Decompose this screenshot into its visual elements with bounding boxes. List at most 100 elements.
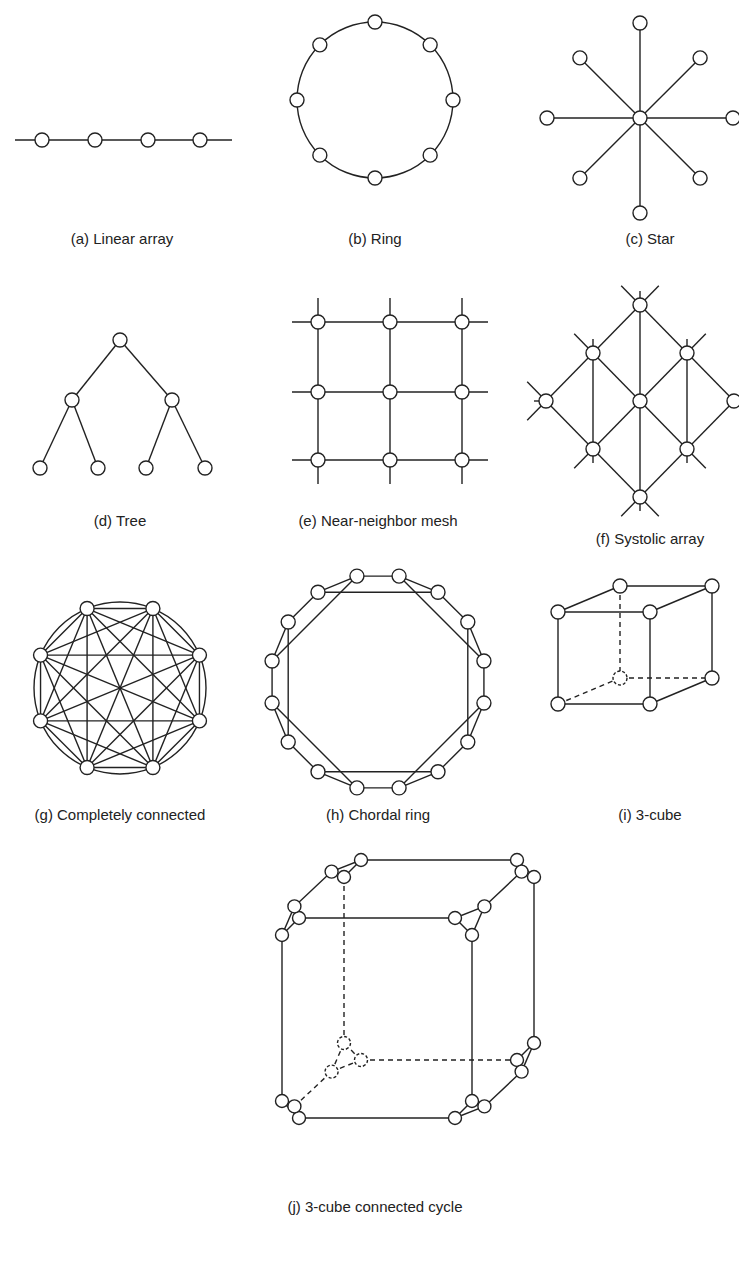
processor-node: [693, 171, 707, 185]
link-line: [621, 286, 739, 420]
link-line: [558, 611, 650, 612]
processor-node: [528, 1037, 541, 1050]
link-line: [87, 608, 153, 609]
link-line: [41, 609, 88, 656]
link-line: [294, 1072, 331, 1107]
processor-node: [192, 714, 206, 728]
processor-node: [146, 602, 160, 616]
figure-caption: (c) Star: [623, 230, 676, 248]
processor-node: [355, 854, 368, 867]
processor-node: [455, 453, 469, 467]
processor-node: [80, 760, 94, 774]
link-line: [640, 118, 700, 178]
link-line: [281, 935, 282, 1101]
processor-node: [34, 648, 48, 662]
processor-node: [633, 16, 647, 30]
processor-node: [423, 148, 437, 162]
processor-node: [276, 1095, 289, 1108]
processor-node: [466, 929, 479, 942]
processor-node: [478, 1100, 491, 1113]
processor-node: [311, 765, 325, 779]
processor-node: [383, 315, 397, 329]
link-line: [288, 622, 289, 742]
star: [540, 16, 739, 220]
processor-node: [350, 569, 364, 583]
link-line: [620, 585, 712, 586]
processor-node: [288, 1100, 301, 1113]
figure-caption: (f) Systolic array: [594, 530, 706, 548]
processor-node: [515, 1065, 528, 1078]
mesh: [292, 298, 488, 484]
systolic-array: [527, 286, 739, 516]
link-line: [484, 872, 521, 907]
link-line: [152, 609, 153, 768]
link-line: [557, 612, 558, 704]
link-line: [146, 400, 172, 468]
link-line: [120, 340, 172, 400]
link-line: [86, 609, 87, 768]
link-line: [40, 655, 41, 721]
processor-node: [383, 453, 397, 467]
processor-node: [265, 696, 279, 710]
link-line: [619, 586, 620, 678]
figure-caption: (g) Completely connected: [33, 806, 208, 824]
linear-array: [15, 133, 232, 147]
processor-node: [643, 605, 657, 619]
processor-node: [705, 579, 719, 593]
link-line: [153, 609, 200, 656]
processor-node: [198, 461, 212, 475]
processor-node: [281, 615, 295, 629]
three-cube: [551, 579, 719, 711]
cube-connected-cycle: [276, 854, 541, 1125]
link-line: [361, 859, 517, 860]
link-line: [558, 703, 650, 704]
link-line: [580, 58, 640, 118]
ring-line: [34, 602, 206, 774]
link-line: [299, 917, 455, 918]
link-line: [639, 118, 640, 213]
processor-node: [573, 171, 587, 185]
figure-caption: (b) Ring: [346, 230, 403, 248]
processor-node: [539, 394, 553, 408]
link-line: [580, 118, 640, 178]
processor-node: [276, 929, 289, 942]
processor-node: [680, 442, 694, 456]
processor-node: [613, 579, 627, 593]
processor-node: [355, 1054, 368, 1067]
processor-node: [643, 697, 657, 711]
processor-node: [633, 111, 647, 125]
link-line: [547, 117, 640, 118]
processor-node: [88, 133, 102, 147]
tree: [33, 333, 212, 475]
processor-node: [586, 346, 600, 360]
link-line: [650, 678, 712, 704]
link-line: [72, 340, 120, 400]
processor-node: [338, 871, 351, 884]
processor-node: [146, 760, 160, 774]
processor-node: [633, 298, 647, 312]
ring: [290, 15, 460, 185]
processor-node: [466, 1095, 479, 1108]
link-line: [558, 678, 620, 704]
link-line: [172, 400, 205, 468]
chordal-ring: [265, 569, 491, 795]
link-line: [153, 721, 200, 768]
processor-node: [311, 453, 325, 467]
processor-node: [33, 461, 47, 475]
processor-node: [325, 1065, 338, 1078]
processor-node: [192, 648, 206, 662]
processor-node: [680, 346, 694, 360]
processor-node: [727, 394, 739, 408]
processor-node: [461, 615, 475, 629]
figure-caption: (j) 3-cube connected cycle: [285, 1198, 464, 1216]
link-line: [41, 654, 200, 655]
processor-node: [313, 38, 327, 52]
processor-node: [311, 385, 325, 399]
processor-node: [80, 602, 94, 616]
processor-node: [478, 900, 491, 913]
link-line: [272, 576, 357, 661]
link-line: [87, 655, 199, 767]
processor-node: [281, 735, 295, 749]
processor-node: [633, 206, 647, 220]
